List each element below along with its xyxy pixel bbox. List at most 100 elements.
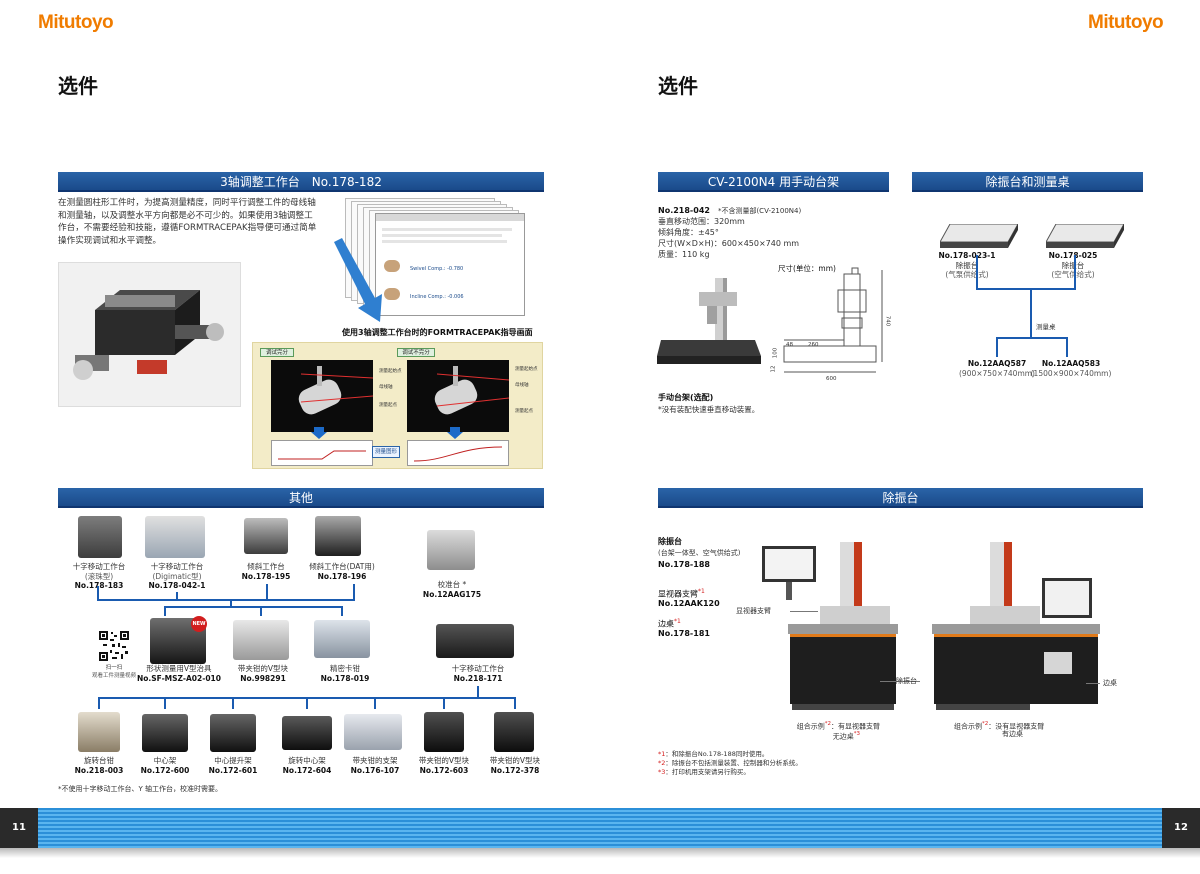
- connector: [477, 686, 479, 698]
- down-arrow-icon-2: [447, 427, 463, 439]
- callout-line: [790, 611, 818, 612]
- connector: [97, 599, 355, 601]
- combo-caption-1b: 无边桌*3: [832, 731, 860, 741]
- page-title-left: 选件: [58, 74, 98, 98]
- label-measure-origin: 测量起点: [379, 403, 397, 408]
- connector: [353, 584, 355, 600]
- connector: [306, 697, 308, 709]
- iso-note-1: *1：和除振台No.178-188同时使用。: [658, 750, 769, 758]
- v-block-378-photo: [494, 712, 534, 752]
- connector: [98, 697, 100, 709]
- callout-monitor-arm: 显视器支臂: [736, 607, 771, 615]
- center-lift-photo: [210, 714, 256, 752]
- connector: [1074, 255, 1076, 289]
- connector: [514, 697, 516, 709]
- rotary-vise-photo: [78, 712, 120, 752]
- connector: [1030, 288, 1032, 338]
- guidance-screens: Swivel Comp.: -0.780 Incline Comp.: -0.0…: [345, 198, 530, 316]
- iso-item-2-no: No.12AAK120: [658, 599, 720, 608]
- graph-left: [271, 440, 373, 466]
- render-right: [407, 360, 510, 432]
- 3axis-description: 在测量圆柱形工件时，为提高测量精度，同时平行调整工件的母线轴和测量轴，以及调整水…: [58, 198, 317, 246]
- dim-12: 12: [770, 365, 777, 373]
- item-tilt-stage-dat: 倾斜工作台(DAT用)No.178-196: [309, 562, 375, 581]
- blue-arrow-icon: [334, 238, 382, 322]
- adjustment-panel: 调试完分 调试不完分 测量起始点 母线轴 测量起点 测量起始点 母线轴 测量起点…: [252, 342, 543, 469]
- dialog-swivel-value: Swivel Comp.: -0.780: [410, 266, 464, 272]
- xy-stage-digimatic-photo: [145, 516, 205, 558]
- item-xy-stage-ball: 十字移动工作台(滚珠型)No.178-183: [72, 562, 126, 590]
- v-block-clamp-photo: [233, 620, 289, 660]
- section-bar-manual-stand: CV-2100N4 用手动台架: [658, 172, 889, 192]
- connector: [164, 697, 166, 709]
- manual-stand-photo: [655, 268, 763, 376]
- iso-item-1-no: No.178-188: [658, 560, 710, 569]
- section-bar-isolation: 除振台: [658, 488, 1143, 508]
- page-title-right: 选件: [658, 74, 698, 98]
- stand-dimension-drawing: 740 48 260 12 100 600: [771, 264, 892, 388]
- precision-vise-photo: [314, 620, 370, 658]
- tilt-stage-photo: [244, 518, 288, 554]
- combo-example-2: [930, 540, 1100, 714]
- vibration-table-a-photo: [939, 223, 1019, 250]
- iso-item-2-name: 显视器支臂*1: [658, 588, 705, 599]
- connector: [164, 606, 166, 616]
- connector: [976, 288, 1076, 290]
- qr-code-icon: [98, 630, 130, 662]
- label-measure-start: 测量起始点: [379, 369, 402, 374]
- iso-note-3: *3：打印机用支架请另行购买。: [658, 768, 750, 776]
- dim-48: 48: [786, 342, 793, 348]
- connector: [230, 599, 232, 607]
- dialog-incline-value: Incline Comp.: -0.006: [410, 294, 464, 300]
- section-bar-tables: 除振台和测量桌: [912, 172, 1143, 192]
- label-measure-start-r: 测量起始点: [515, 367, 538, 372]
- connector: [443, 697, 445, 709]
- stand-model: No.218-042 *不含测量部(CV-2100N4): [658, 206, 802, 215]
- connector: [176, 592, 178, 600]
- brand-logo-left: Mitutoyo: [38, 12, 114, 33]
- combo-caption-1: 组合示例*2：有显视器支臂: [796, 721, 880, 731]
- iso-item-1-sub: (台架一体型、空气供给式): [658, 549, 741, 557]
- clamp-holder-photo: [344, 714, 402, 750]
- item-calibration-stand: 校准台 *No.12AAG175: [422, 580, 482, 599]
- dimension-unit: 尺寸(单位：mm): [778, 264, 836, 273]
- item-scan-video: 扫一扫观看工件测量视频: [91, 665, 136, 679]
- callout-isolation: 除振台: [896, 677, 917, 685]
- section-bar-3axis: 3轴调整工作台 No.178-182: [58, 172, 544, 192]
- others-footnote: *不使用十字移动工作台、Y 轴工作台，校准时需要。: [58, 785, 223, 793]
- connector: [1066, 337, 1068, 357]
- tilt-stage-dat-photo: [315, 516, 361, 556]
- measuring-desk-b: No.12AAQ583(1500×900×740mm): [1030, 359, 1112, 378]
- v-block-603-photo: [424, 712, 464, 752]
- stand-spec-3: 尺寸(W×D×H)：600×450×740 mm: [658, 239, 800, 248]
- measuring-desk-label: 测量桌: [1036, 323, 1056, 331]
- connector: [266, 584, 268, 600]
- graph-right: [407, 440, 509, 466]
- connector: [164, 606, 342, 608]
- connector: [976, 255, 978, 289]
- connector: [374, 697, 376, 709]
- measuring-desk-a: No.12AAQ587(900×750×740mm): [959, 359, 1035, 378]
- callout-line: [1086, 683, 1100, 684]
- render-left: [271, 360, 374, 432]
- iso-item-3-name: 边桌*1: [658, 618, 681, 629]
- brand-logo-right: Mitutoyo: [1088, 12, 1164, 33]
- combo-caption-2: 组合示例*2：没有显视器支臂: [954, 721, 1045, 731]
- vibration-table-b-photo: [1045, 223, 1125, 250]
- stand-note: *没有装配快速垂直移动装置。: [658, 405, 760, 414]
- stand-spec-2: 倾斜角度：±45°: [658, 228, 719, 237]
- section-bar-others: 其他: [58, 488, 544, 508]
- label-measure-origin-r: 测量起点: [515, 409, 533, 414]
- footer-shadow: [0, 848, 1200, 858]
- label-generatrix-r: 母线轴: [515, 383, 529, 388]
- connector: [97, 586, 99, 600]
- connector: [996, 337, 1068, 339]
- dim-260: 260: [808, 342, 819, 348]
